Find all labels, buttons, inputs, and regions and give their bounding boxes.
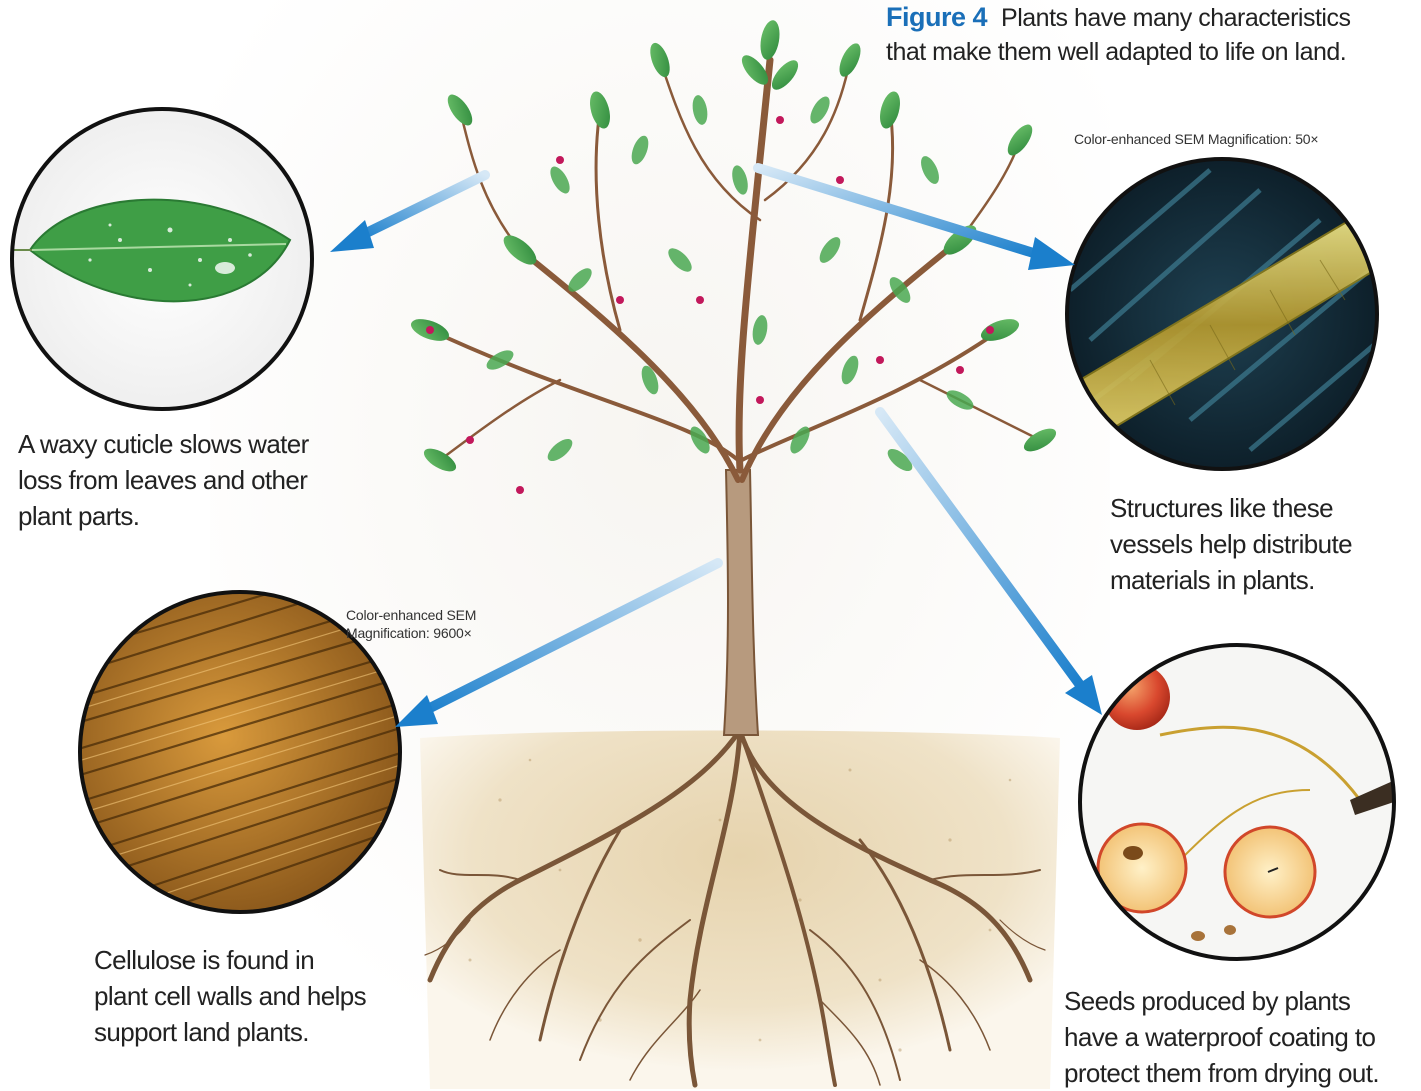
seeds-caption: Seeds produced by plants have a waterpro… (1064, 983, 1416, 1091)
cellulose-sem-label-line-1: Color-enhanced SEM (346, 606, 546, 624)
vessels-caption-line: materials in plants. (1110, 562, 1410, 598)
cellulose-caption-line: Cellulose is found in (94, 942, 434, 978)
cuticle-inset (12, 109, 312, 409)
soil (420, 731, 1060, 1090)
cellulose-sem-label-line-2: Magnification: 9600× (346, 624, 546, 642)
cellulose-caption-line: support land plants. (94, 1014, 434, 1050)
vessels-caption-line: Structures like these (1110, 490, 1410, 526)
seeds-caption-line: have a waterproof coating to (1064, 1019, 1416, 1055)
cellulose-caption-line: plant cell walls and helps (94, 978, 434, 1014)
seed-icon (1224, 925, 1236, 935)
figure-caption: Figure 4 Plants have many characteristics… (886, 0, 1416, 69)
cellulose-sem-label: Color-enhanced SEM Magnification: 9600× (346, 606, 546, 642)
cuticle-caption-line: loss from leaves and other (18, 462, 348, 498)
whole-apple (1104, 664, 1170, 730)
vessel-sem-label: Color-enhanced SEM Magnification: 50× (1074, 130, 1414, 148)
figure-caption-line-1: Figure 4 Plants have many characteristics (886, 0, 1416, 35)
figure-caption-text-1: Plants have many characteristics (1001, 4, 1350, 32)
vessels-caption-line: vessels help distribute (1110, 526, 1410, 562)
seeds-caption-line: protect them from drying out. (1064, 1055, 1416, 1091)
cuticle-caption-line: A waxy cuticle slows water (18, 426, 348, 462)
figure-caption-line-2: that make them well adapted to life on l… (886, 35, 1416, 69)
cuticle-caption: A waxy cuticle slows water loss from lea… (18, 426, 348, 534)
seeds-inset (1080, 645, 1400, 959)
cuticle-caption-line: plant parts. (18, 498, 348, 534)
figure-number: Figure 4 (886, 2, 987, 32)
seed-icon (1191, 931, 1205, 941)
cellulose-caption: Cellulose is found in plant cell walls a… (94, 942, 434, 1050)
seeds-caption-line: Seeds produced by plants (1064, 983, 1416, 1019)
vessels-caption: Structures like these vessels help distr… (1110, 490, 1410, 598)
